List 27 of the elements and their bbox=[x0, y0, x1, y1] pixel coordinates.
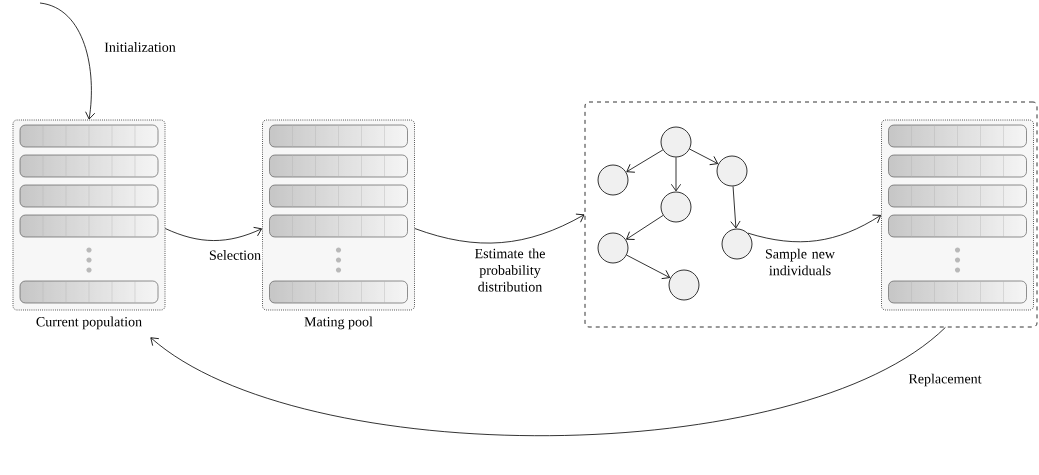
node-label: Current population bbox=[36, 316, 142, 330]
circle bbox=[721, 228, 753, 260]
arrow bbox=[626, 215, 664, 240]
circle bbox=[660, 126, 692, 158]
arrow bbox=[670, 157, 682, 192]
edge-label: Estimate the probability distribution bbox=[463, 247, 557, 293]
dashed-region bbox=[584, 101, 1038, 328]
circle bbox=[716, 155, 748, 187]
population-drawing bbox=[881, 119, 1034, 311]
circle bbox=[660, 191, 692, 223]
circle bbox=[597, 164, 629, 196]
arrow bbox=[730, 185, 741, 229]
edge-label: Selection bbox=[207, 248, 263, 262]
arrow bbox=[164, 227, 262, 241]
edge-label: Replacement bbox=[907, 372, 983, 388]
circle bbox=[597, 232, 629, 264]
edge-label: Initialization bbox=[102, 40, 178, 54]
circle bbox=[668, 269, 700, 301]
arrow bbox=[747, 214, 882, 243]
arrow bbox=[39, 2, 96, 120]
arrow bbox=[626, 149, 664, 173]
arrow bbox=[689, 148, 719, 166]
arrow bbox=[150, 327, 946, 437]
arrow bbox=[626, 254, 671, 279]
arrow bbox=[414, 213, 585, 244]
node-label: Mating pool bbox=[304, 316, 373, 330]
edge-label: Sample new individuals bbox=[761, 247, 839, 277]
